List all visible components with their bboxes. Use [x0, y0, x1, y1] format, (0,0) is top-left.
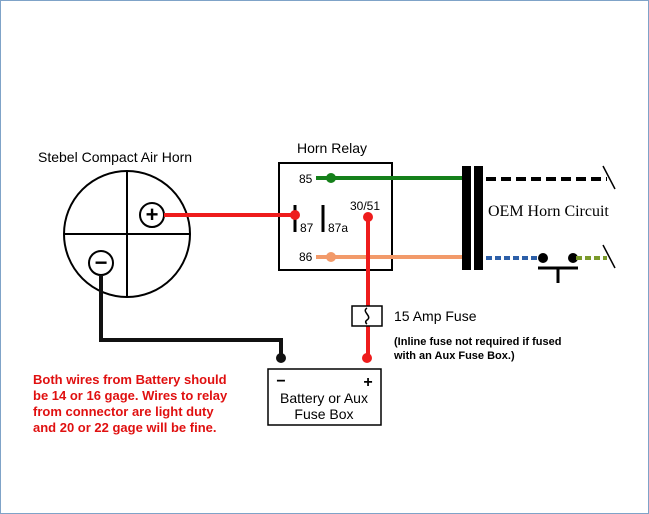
relay-pin-3051-label: 30/51 [350, 199, 380, 213]
oem-horn-circuit: OEM Horn Circuit [462, 165, 616, 283]
fuse-label: 15 Amp Fuse [394, 308, 477, 324]
fuse-note-line2: with an Aux Fuse Box.) [393, 350, 515, 362]
pin-85-terminal [326, 173, 336, 183]
relay-pin-86-label: 86 [299, 250, 313, 264]
oem-connector-bar-right [474, 166, 483, 270]
horn-title: Stebel Compact Air Horn [38, 149, 192, 165]
fuse-note-line1: (Inline fuse not required if fused [394, 336, 561, 348]
warning-line2: be 14 or 16 gage. Wires to relay [33, 388, 228, 403]
battery-minus-symbol: − [276, 373, 285, 390]
pin-86-terminal [326, 252, 336, 262]
horn-switch-contact-left [538, 253, 548, 263]
inline-fuse [351, 305, 383, 327]
fuse-symbol [364, 307, 370, 325]
oem-wire-top-break [602, 165, 616, 190]
battery-label-line1: Battery or Aux [280, 390, 368, 406]
relay-pin-87-label: 87 [300, 221, 314, 235]
battery-negative-terminal-dot [276, 353, 286, 363]
oem-connector-bar-left [462, 166, 471, 270]
warning-line4: and 20 or 22 gage will be fine. [33, 420, 217, 435]
horn-minus-symbol: − [95, 250, 108, 275]
relay-pin-87a-label: 87a [328, 221, 348, 235]
battery-plus-symbol: + [363, 374, 372, 391]
relay-title: Horn Relay [297, 140, 367, 156]
warning-line3: from connector are light duty [33, 404, 214, 419]
black-wire-horn-to-battery [99, 275, 283, 356]
horn-plus-symbol: + [146, 202, 159, 227]
pin-3051-terminal [363, 212, 373, 222]
relay-pin-85-label: 85 [299, 172, 313, 186]
pin-87-terminal [290, 210, 300, 220]
oem-wire-bottom-break [602, 244, 616, 269]
air-horn: + − [63, 170, 191, 298]
horn-switch-contact-right [568, 253, 578, 263]
wire-gauge-warning: Both wires from Battery should be 14 or … [33, 372, 228, 435]
battery-label-line2: Fuse Box [294, 406, 353, 422]
oem-label: OEM Horn Circuit [488, 203, 609, 220]
battery-box [267, 368, 382, 426]
warning-line1: Both wires from Battery should [33, 372, 227, 387]
battery-positive-terminal-dot [362, 353, 372, 363]
